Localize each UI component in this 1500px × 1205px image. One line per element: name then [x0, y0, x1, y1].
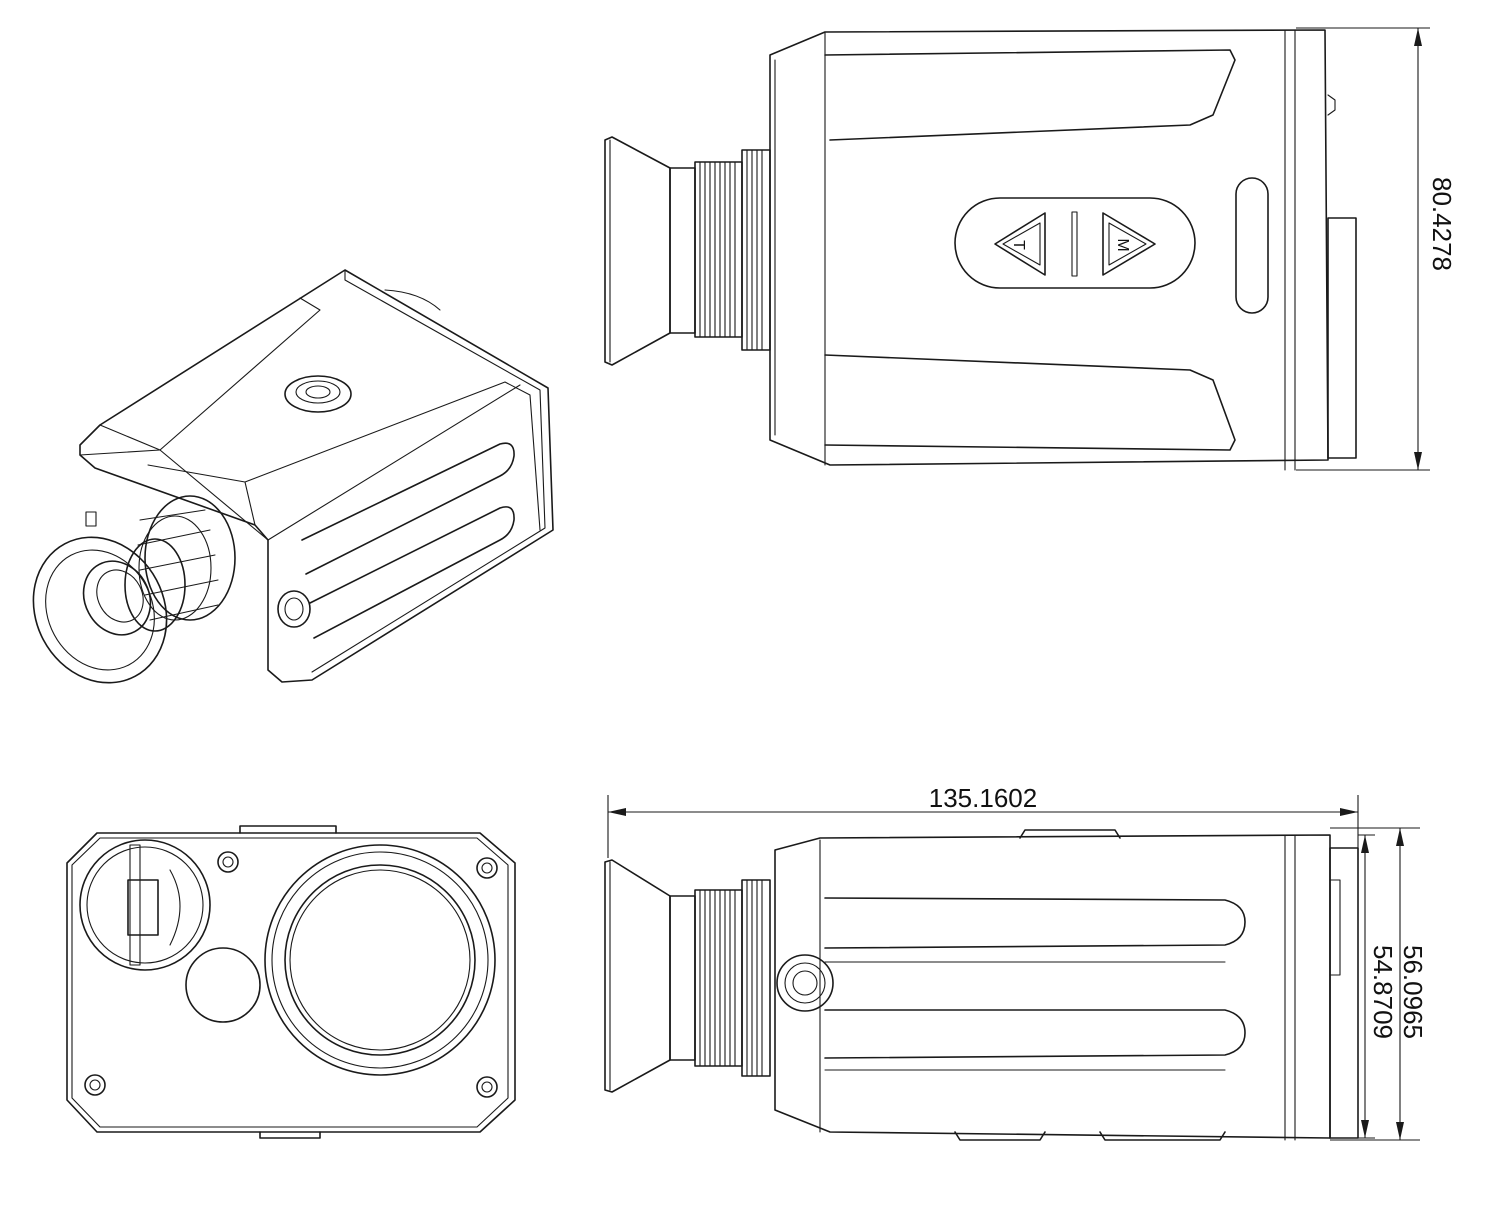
- isometric-view: [32, 269, 554, 684]
- top-view: T M 80.4278: [604, 27, 1457, 471]
- side-view: 135.1602 56.0965 54.8709: [604, 783, 1428, 1141]
- button-t-label: T: [1010, 240, 1027, 250]
- dimension-height-label: 80.4278: [1427, 177, 1457, 271]
- front-view: [66, 825, 516, 1139]
- dimension-length-label: 135.1602: [929, 783, 1037, 813]
- dimension-height-inner-label: 54.8709: [1368, 945, 1398, 1039]
- button-m-label: M: [1114, 238, 1131, 251]
- dimension-height-outer-label: 56.0965: [1398, 945, 1428, 1039]
